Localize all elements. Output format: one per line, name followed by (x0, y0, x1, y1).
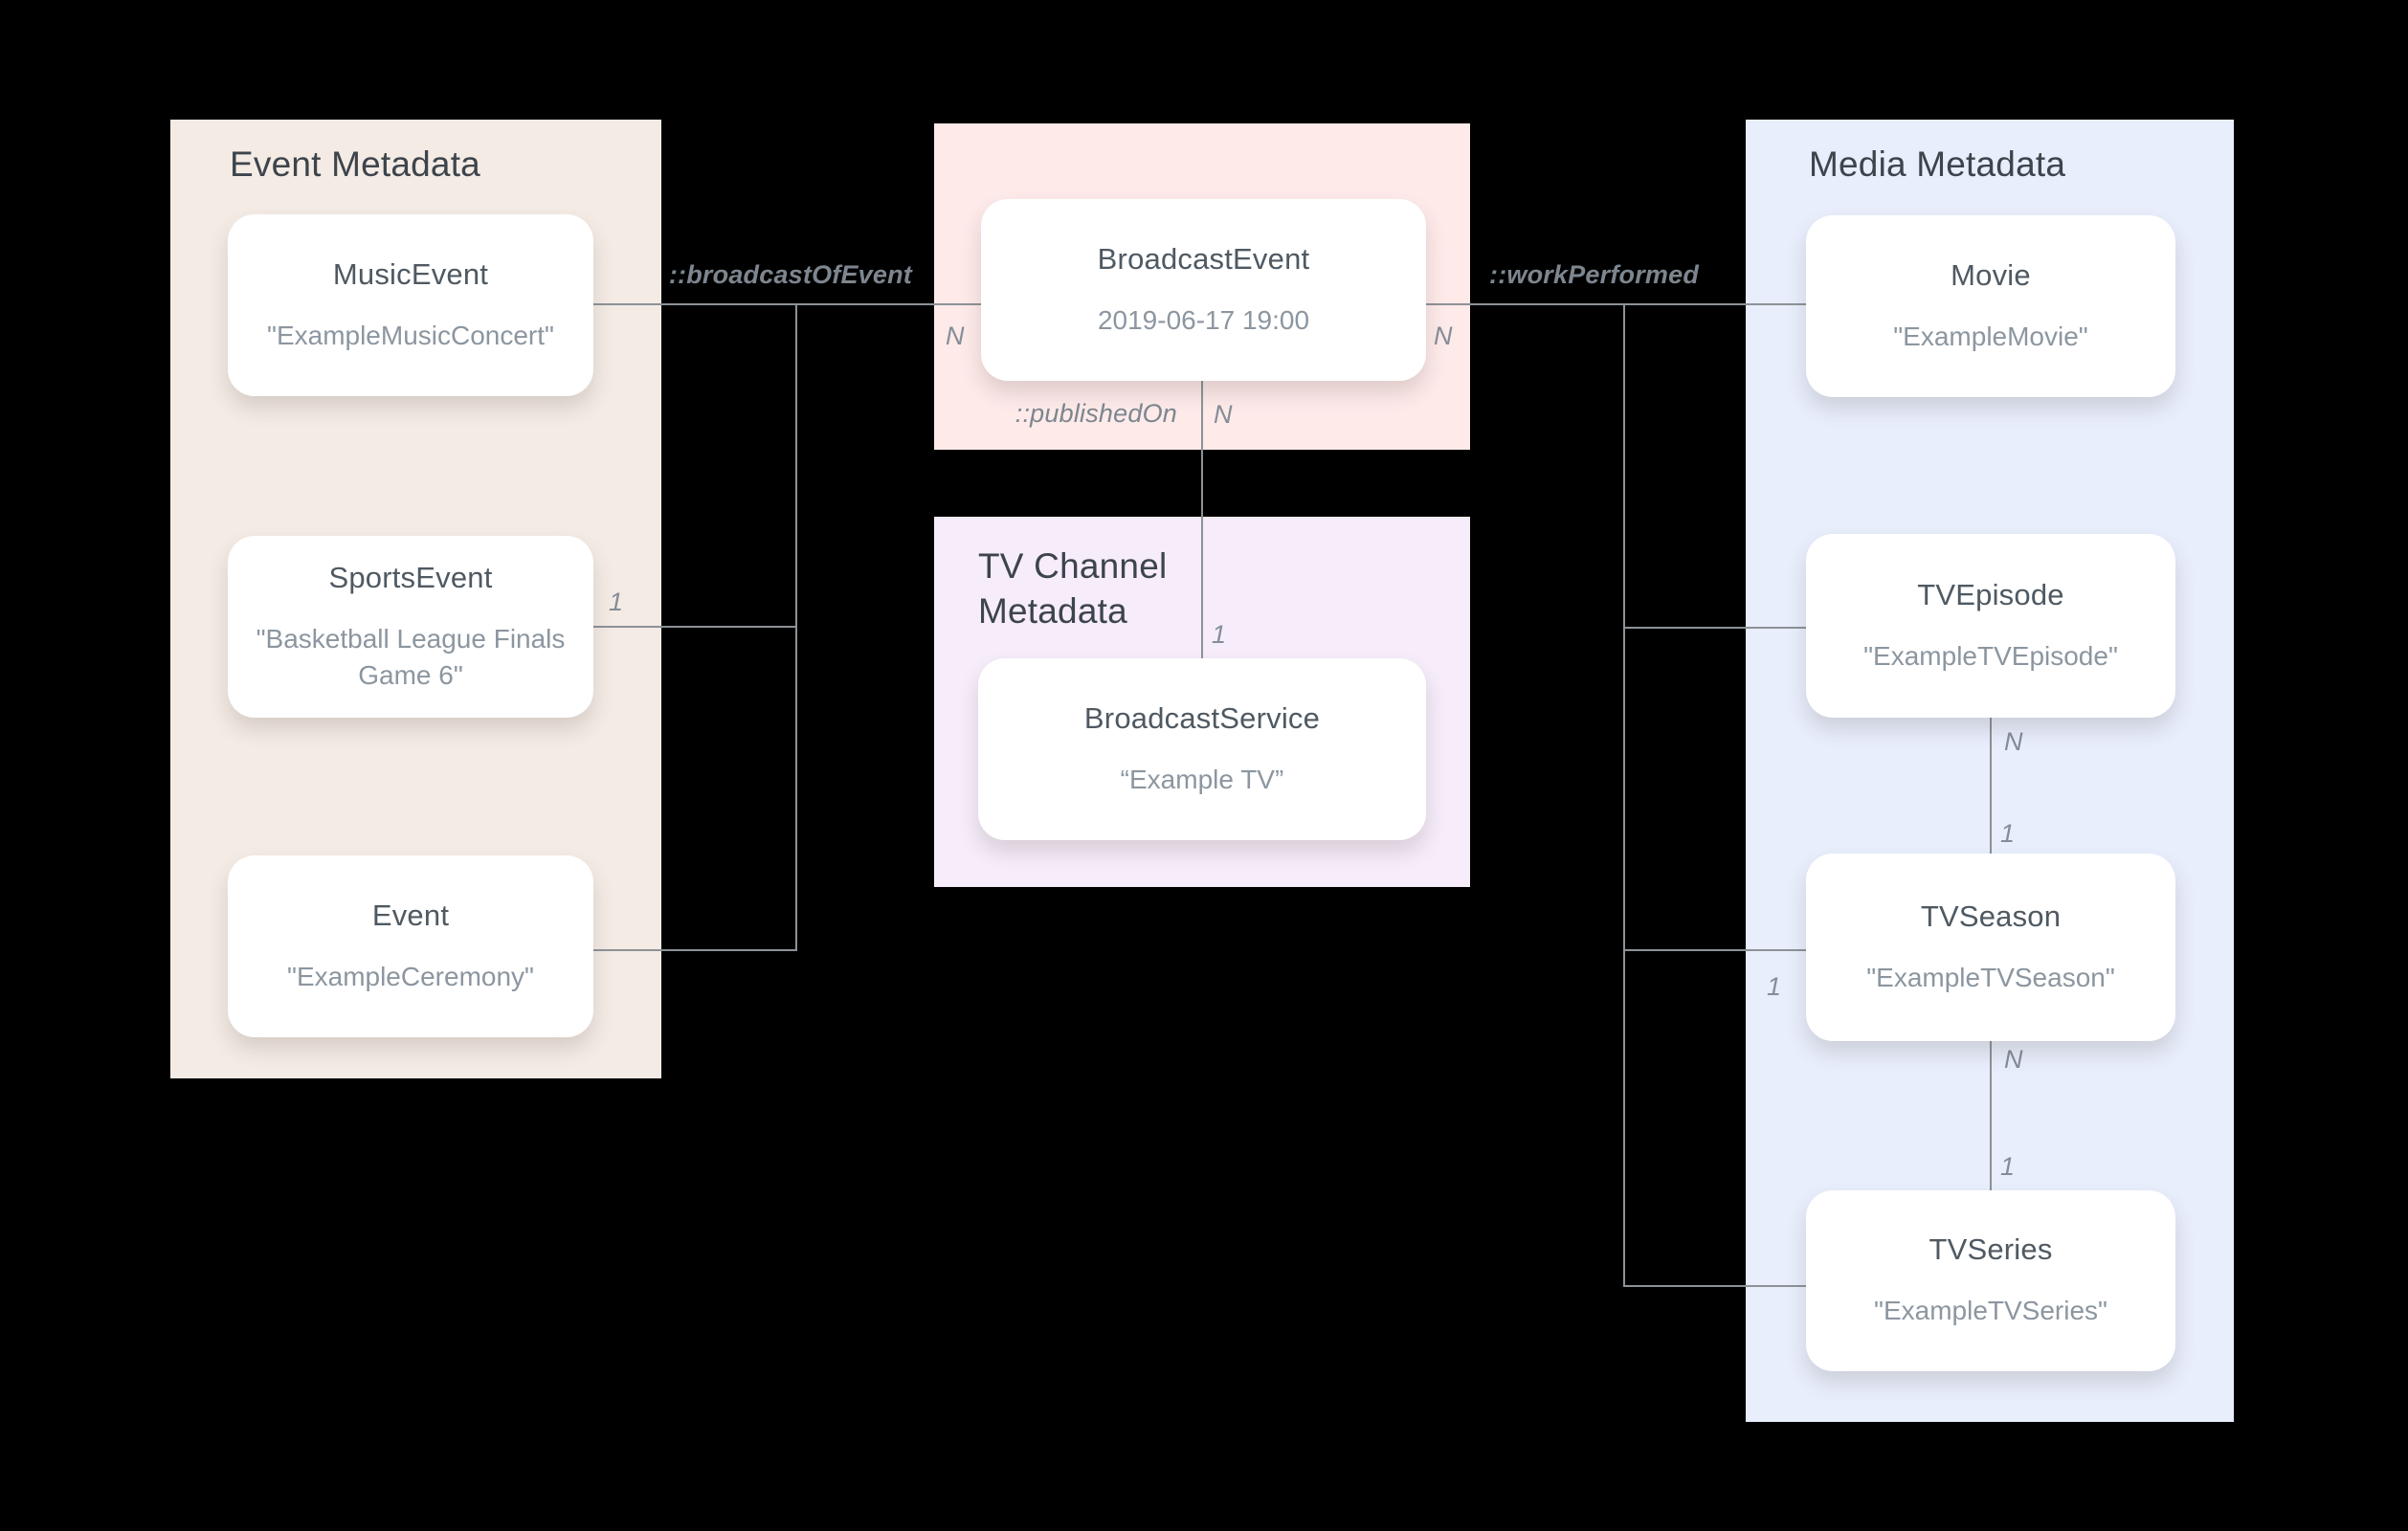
tvseries-card: TVSeries "ExampleTVSeries" (1806, 1190, 2175, 1371)
tvepisode-value: "ExampleTVEpisode" (1863, 640, 2118, 671)
publishedon-label: ::publishedOn (1014, 399, 1177, 428)
event-metadata-title: Event Metadata (230, 144, 480, 184)
musicevent-title: MusicEvent (332, 256, 489, 291)
edge-tvseries-stub (1623, 1285, 1806, 1287)
edge-broadcastofevent-line (593, 303, 981, 305)
broadcastservice-card: BroadcastService “Example TV” (978, 658, 1426, 840)
edge-event-group-vertical (795, 303, 797, 951)
musicevent-card: MusicEvent "ExampleMusicConcert" (228, 214, 593, 396)
broadcastservice-value: “Example TV” (1120, 764, 1284, 794)
edge-episode-season-line (1990, 718, 1992, 854)
cardinality-season-1: 1 (2000, 819, 2016, 848)
tvepisode-title: TVEpisode (1917, 577, 2064, 611)
sportsevent-card: SportsEvent "Basketball League Finals Ga… (228, 536, 593, 718)
cardinality-publishedon-n: N (1214, 400, 1233, 429)
cardinality-tvseason-stub-1: 1 (1767, 972, 1782, 1001)
broadcastevent-card: BroadcastEvent 2019-06-17 19:00 (981, 199, 1426, 381)
broadcastservice-title: BroadcastService (1083, 700, 1321, 735)
event-value: "ExampleCeremony" (287, 961, 534, 991)
media-metadata-title: Media Metadata (1809, 144, 2066, 184)
broadcastevent-title: BroadcastEvent (1097, 241, 1310, 276)
cardinality-season-n: N (2004, 1045, 2023, 1074)
edge-event-stub (593, 949, 796, 951)
musicevent-value: "ExampleMusicConcert" (267, 320, 554, 350)
tv-channel-metadata-title: TV Channel Metadata (978, 546, 1168, 632)
broadcastofevent-label: ::broadcastOfEvent (668, 260, 912, 289)
event-title: Event (371, 898, 450, 932)
workperformed-label: ::workPerformed (1489, 260, 1700, 289)
edge-publishedon-line (1201, 380, 1203, 658)
cardinality-sportsevent-1: 1 (609, 588, 624, 616)
tvseries-value: "ExampleTVSeries" (1874, 1296, 2107, 1326)
movie-card: Movie "ExampleMovie" (1806, 215, 2175, 397)
cardinality-publishedon-1: 1 (1212, 620, 1227, 649)
tvseason-title: TVSeason (1920, 899, 2062, 933)
edge-tvseason-stub (1623, 949, 1806, 951)
tvseries-title: TVSeries (1929, 1232, 2053, 1267)
edge-workperformed-line (1426, 303, 1806, 305)
cardinality-workperformed-n: N (1434, 322, 1453, 350)
tvseason-value: "ExampleTVSeason" (1866, 962, 2115, 992)
cardinality-series-1: 1 (2000, 1152, 2016, 1181)
cardinality-episode-n: N (2004, 727, 2023, 756)
broadcastevent-value: 2019-06-17 19:00 (1097, 304, 1310, 335)
tvepisode-card: TVEpisode "ExampleTVEpisode" (1806, 534, 2175, 718)
edge-tvepisode-stub (1623, 627, 1806, 629)
edge-sportsevent-stub (593, 626, 796, 628)
movie-title: Movie (1951, 257, 2031, 292)
edge-season-series-line (1990, 1041, 1992, 1190)
sportsevent-title: SportsEvent (328, 560, 493, 594)
event-card: Event "ExampleCeremony" (228, 855, 593, 1037)
movie-value: "ExampleMovie" (1893, 321, 2088, 351)
edge-media-group-vertical (1623, 303, 1625, 1287)
tvseason-card: TVSeason "ExampleTVSeason" (1806, 854, 2175, 1041)
cardinality-broadcastofevent-n: N (946, 322, 965, 350)
sportsevent-value: "Basketball League Finals Game 6" (256, 623, 566, 690)
